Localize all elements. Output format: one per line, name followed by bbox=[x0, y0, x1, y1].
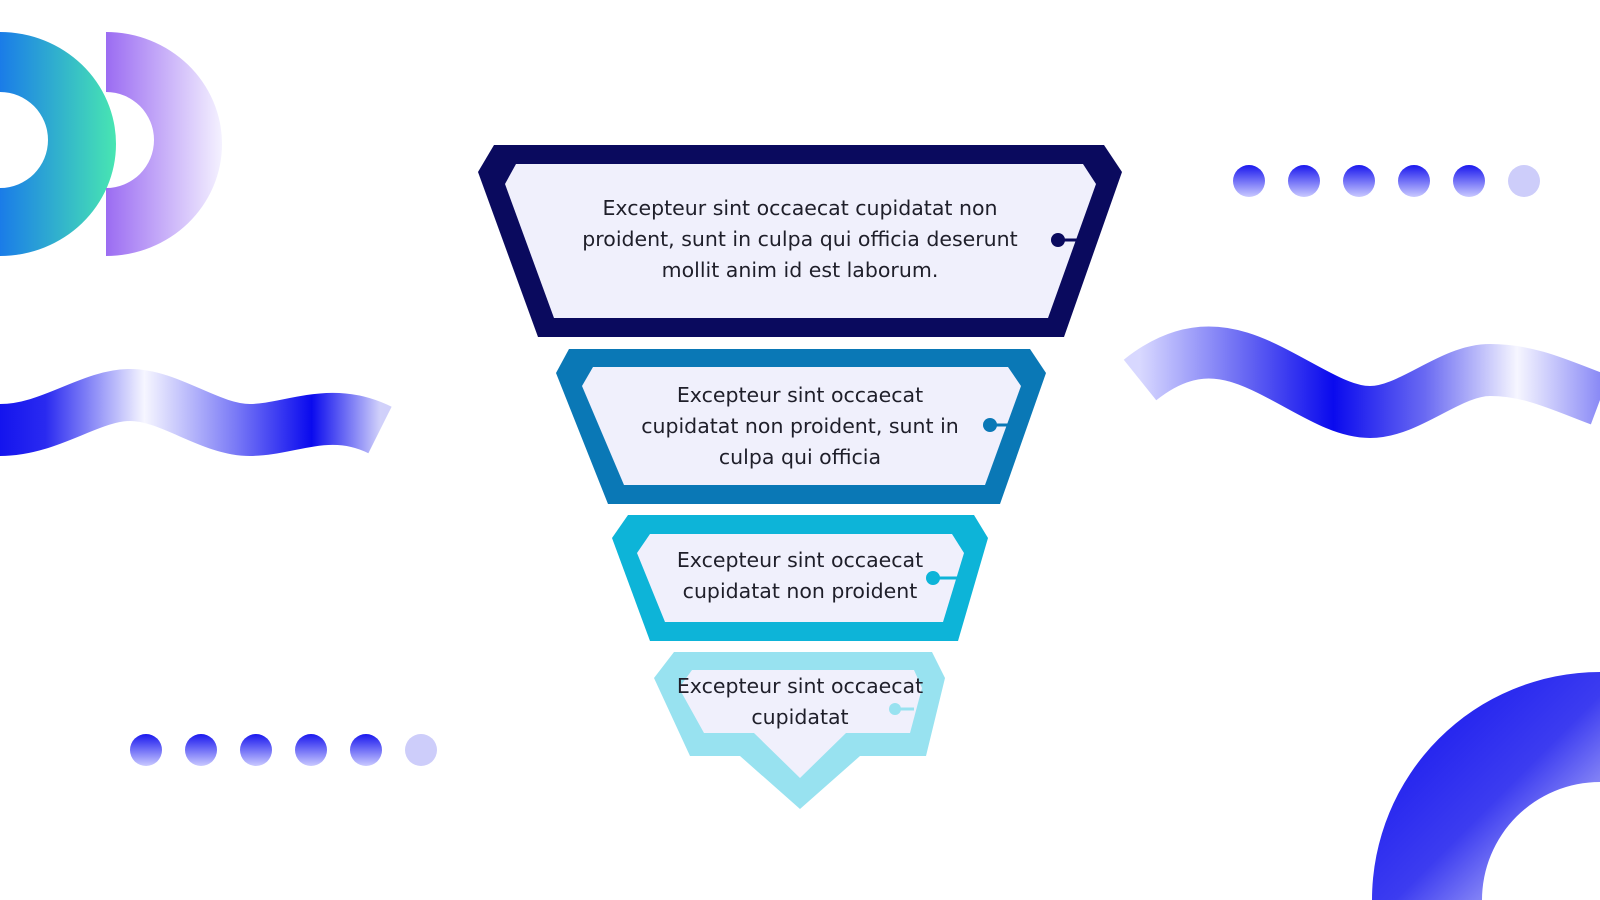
tier-4-text: Excepteur sint occaecat cupidatat bbox=[676, 674, 924, 729]
bottom-right-arc-shape bbox=[1372, 672, 1600, 900]
funnel-tier-4 bbox=[654, 652, 945, 809]
tier-4-inner-panel bbox=[679, 670, 922, 778]
dot bbox=[240, 734, 272, 766]
teal-semicircle-shape bbox=[0, 32, 116, 256]
dot bbox=[1343, 165, 1375, 197]
violet-semicircle-shape bbox=[106, 32, 222, 256]
dot bbox=[405, 734, 437, 766]
funnel-tier-2 bbox=[556, 349, 1046, 504]
funnel-tier-1 bbox=[478, 145, 1122, 337]
tier-2-connector-dot bbox=[983, 418, 997, 432]
decor-dots-bottom-left bbox=[130, 734, 437, 766]
dot bbox=[1398, 165, 1430, 197]
tier-3-text: Excepteur sint occaecat cupidatat non pr… bbox=[676, 548, 924, 603]
tier-3-inner-panel bbox=[637, 534, 964, 622]
dot bbox=[350, 734, 382, 766]
dot bbox=[295, 734, 327, 766]
right-wave-shape bbox=[1123, 326, 1600, 439]
dot bbox=[1233, 165, 1265, 197]
dot bbox=[185, 734, 217, 766]
tier-1-text: Excepteur sint occaecat cupidatat non pr… bbox=[582, 196, 1018, 282]
decor-dots-top-right bbox=[1233, 165, 1540, 197]
decor-semicircles bbox=[0, 32, 222, 256]
tier-3-connector-dot bbox=[926, 571, 940, 585]
tier-2-text: Excepteur sint occaecat cupidatat non pr… bbox=[641, 383, 959, 469]
funnel-tier-3 bbox=[612, 515, 988, 641]
tier-1-inner-panel bbox=[505, 164, 1096, 318]
dot bbox=[1288, 165, 1320, 197]
dot bbox=[1508, 165, 1540, 197]
left-wave-shape bbox=[0, 368, 392, 457]
dot bbox=[1453, 165, 1485, 197]
tier-1-connector-dot bbox=[1051, 233, 1065, 247]
tier-2-inner-panel bbox=[582, 367, 1021, 485]
tier-4-connector-dot bbox=[889, 703, 901, 715]
dot bbox=[130, 734, 162, 766]
